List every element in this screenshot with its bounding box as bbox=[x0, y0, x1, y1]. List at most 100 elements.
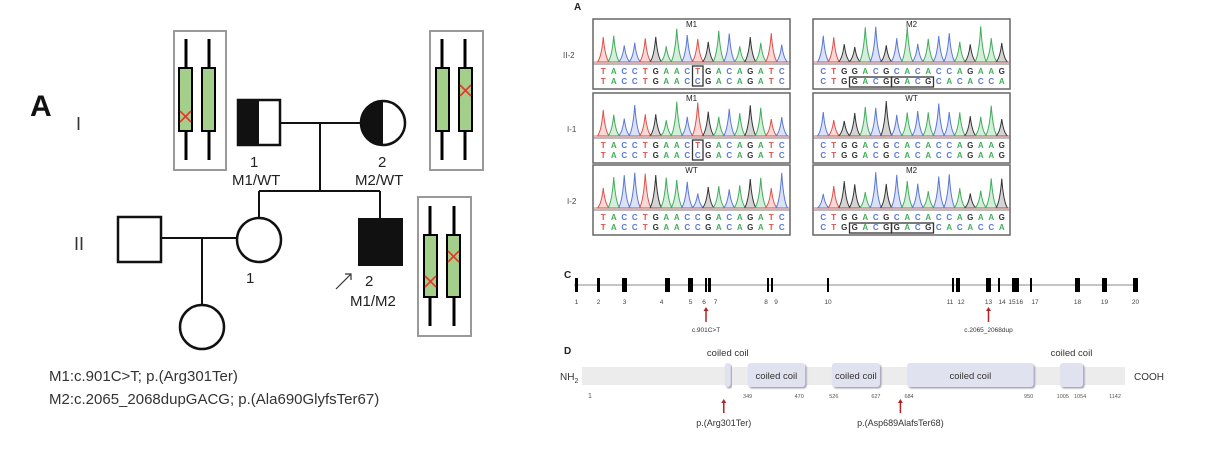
chromosome-bar bbox=[458, 67, 473, 132]
chromatogram-peak bbox=[764, 33, 778, 63]
chromatogram-peak bbox=[994, 119, 1009, 137]
n-terminus-label: NH2 bbox=[560, 372, 578, 385]
base-call: C bbox=[894, 213, 900, 222]
exon-17 bbox=[1030, 278, 1032, 292]
base-call: A bbox=[946, 223, 952, 232]
base-call: C bbox=[695, 223, 701, 232]
chromatogram-peak bbox=[712, 30, 726, 63]
chromosome-bar bbox=[435, 67, 450, 132]
chromatogram-peak bbox=[858, 191, 873, 209]
chromatogram-peak bbox=[732, 113, 747, 137]
base-call: C bbox=[873, 213, 879, 222]
exon-label: 3 bbox=[623, 299, 627, 306]
mutation-legend-m2: M2:c.2065_2068dupGACG; p.(Ala690GlyfsTer… bbox=[49, 391, 379, 408]
base-call: C bbox=[894, 67, 900, 76]
base-call: C bbox=[779, 67, 785, 76]
chromatogram-peak bbox=[628, 172, 642, 209]
exon-19 bbox=[1102, 278, 1107, 292]
coiled-coil-domain: coiled coil bbox=[831, 363, 880, 387]
variant-arrow-icon bbox=[897, 399, 903, 413]
base-call: C bbox=[946, 213, 952, 222]
chromatogram-peak bbox=[942, 112, 957, 137]
exon-11 bbox=[952, 278, 954, 292]
base-call: A bbox=[674, 213, 680, 222]
base-call: T bbox=[831, 151, 836, 160]
base-call: A bbox=[663, 213, 669, 222]
chromatogram-peak bbox=[659, 120, 674, 137]
base-call: A bbox=[737, 141, 743, 150]
exon-label: 13 bbox=[985, 299, 993, 306]
base-call: G bbox=[883, 213, 889, 222]
base-call: C bbox=[820, 141, 826, 150]
chromatogram-peak bbox=[837, 181, 852, 209]
variant-label: c.2065_2068dup bbox=[964, 327, 1013, 334]
domain-label: coiled coil bbox=[756, 371, 798, 382]
base-call: C bbox=[726, 77, 732, 86]
base-call: A bbox=[999, 223, 1005, 232]
base-call: A bbox=[758, 213, 764, 222]
chromatogram-peak bbox=[754, 177, 768, 209]
base-call: G bbox=[705, 151, 711, 160]
chromatogram-peak bbox=[670, 179, 684, 209]
exon-label: 15 bbox=[1008, 299, 1016, 306]
variant-highlight-box bbox=[890, 76, 935, 88]
chromatogram-peak bbox=[659, 46, 674, 63]
base-call: G bbox=[747, 213, 753, 222]
base-call: C bbox=[820, 67, 826, 76]
exon-12 bbox=[956, 278, 960, 292]
chromatogram-peak bbox=[743, 105, 757, 137]
exon-13 bbox=[986, 278, 991, 292]
exon-label: 19 bbox=[1101, 299, 1109, 306]
base-call: A bbox=[758, 77, 764, 86]
base-call: A bbox=[862, 77, 868, 86]
base-call: T bbox=[643, 67, 648, 76]
base-call: A bbox=[674, 151, 680, 160]
base-call: A bbox=[925, 141, 931, 150]
base-call: C bbox=[936, 151, 942, 160]
panel-label-seq: A bbox=[574, 2, 581, 13]
base-call: A bbox=[978, 67, 984, 76]
base-call: T bbox=[643, 223, 648, 232]
chromatogram-peak bbox=[889, 38, 904, 63]
base-call: C bbox=[820, 213, 826, 222]
protein-variant-label: p.(Asp689AlafsTer68) bbox=[857, 418, 944, 428]
base-call: A bbox=[663, 223, 669, 232]
exon-7 bbox=[708, 278, 711, 292]
base-call: G bbox=[705, 67, 711, 76]
chromatogram-peak bbox=[596, 37, 611, 63]
base-call: T bbox=[643, 141, 648, 150]
base-call: C bbox=[726, 223, 732, 232]
exon-label: 16 bbox=[1016, 299, 1024, 306]
exon-9 bbox=[771, 278, 773, 292]
chromatogram-peak bbox=[826, 186, 841, 209]
mutation-legend-m1: M1:c.901C>T; p.(Arg301Ter) bbox=[49, 368, 238, 385]
base-call: C bbox=[978, 223, 984, 232]
exon-3 bbox=[622, 278, 627, 292]
base-call: A bbox=[737, 67, 743, 76]
base-call: A bbox=[988, 67, 994, 76]
base-call: C bbox=[621, 151, 627, 160]
chromatogram-peak bbox=[952, 188, 967, 209]
base-call: G bbox=[894, 223, 900, 232]
base-call: C bbox=[820, 223, 826, 232]
pedigree-panel: A I II bbox=[0, 0, 560, 454]
domain-label: coiled coil bbox=[1051, 348, 1093, 359]
base-call: G bbox=[841, 213, 847, 222]
base-call: A bbox=[737, 213, 743, 222]
base-call: G bbox=[841, 151, 847, 160]
exon-label: 9 bbox=[774, 299, 778, 306]
base-call: G bbox=[925, 77, 931, 86]
base-call: C bbox=[632, 77, 638, 86]
chromatogram-title: M1 bbox=[686, 94, 698, 103]
chromatogram-peak bbox=[858, 106, 872, 137]
base-call: A bbox=[862, 151, 868, 160]
chromatogram-peak bbox=[596, 187, 611, 209]
pedigree-female-unaffected-ii-1 bbox=[235, 216, 283, 264]
chromatogram-peak bbox=[910, 111, 925, 137]
exon-label: 2 bbox=[597, 299, 601, 306]
base-call: A bbox=[758, 151, 764, 160]
base-call: C bbox=[779, 77, 785, 86]
base-call: G bbox=[894, 77, 900, 86]
